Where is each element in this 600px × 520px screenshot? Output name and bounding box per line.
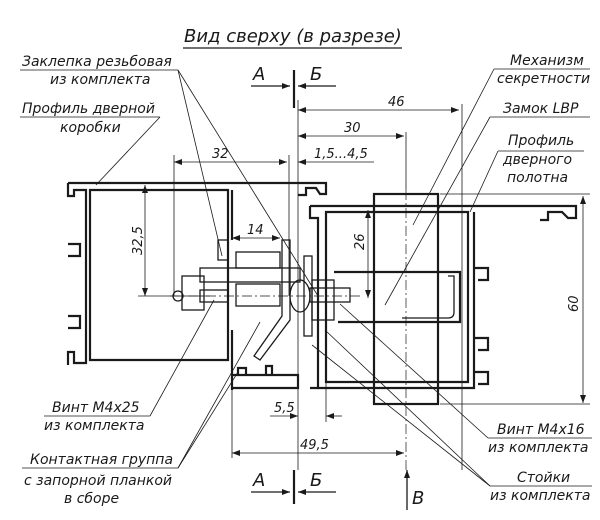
dimension-46: 46	[298, 95, 463, 470]
callout-contact-line2: с запорной планкой	[24, 473, 172, 489]
section-mark-bottom: А Б	[251, 470, 336, 504]
view-title: Вид сверху (в разрезе)	[183, 26, 402, 49]
callout-leaf-line2: дверного	[502, 152, 572, 168]
dimension-32: 32	[173, 147, 290, 296]
door-leaf-profile	[308, 204, 578, 390]
callout-contact-leader-1	[177, 371, 239, 469]
frame-bottom-flange	[232, 373, 300, 390]
callout-rivet-line2: из комплекта	[50, 72, 150, 88]
strike-plate	[253, 239, 291, 361]
callout-posts-line1: Стойки	[517, 470, 570, 486]
dim-46-text: 46	[388, 95, 405, 110]
dimension-49-5: 49,5	[231, 388, 404, 458]
screw-m4x25	[199, 267, 301, 283]
callout-contact-group: Контактная группа с запорной планкой в с…	[22, 321, 261, 507]
callout-rivet-leader-1	[177, 69, 223, 257]
callout-m4x25-line2: из комплекта	[44, 418, 144, 434]
callout-posts-line2: из комплекта	[490, 488, 590, 504]
dim-32-text: 32	[212, 147, 229, 162]
callout-m4x25-leader	[149, 299, 215, 417]
dim-60-text: 60	[567, 295, 582, 312]
dim-5-5-text: 5,5	[274, 401, 295, 416]
callout-frame-profile: Профиль дверной коробки	[20, 101, 161, 186]
dim-49-5-text: 49,5	[300, 438, 329, 453]
frame-top-wall	[68, 181, 328, 197]
callout-m4x25-line1: Винт М4х25	[52, 400, 140, 416]
callout-rivet-line1: Заклепка резьбовая	[22, 54, 172, 70]
frame-ribs	[68, 242, 82, 330]
callout-leaf-leader	[469, 150, 499, 213]
nut-housing	[181, 275, 205, 311]
callout-frame-line1: Профиль дверной	[22, 101, 155, 117]
view-arrow-v: В	[404, 470, 424, 510]
bushing-top	[235, 251, 281, 269]
callout-frame-leader	[95, 116, 161, 186]
frame-chamber-left	[88, 188, 230, 362]
lock-bolt	[334, 270, 462, 324]
leaf-chamber	[324, 210, 470, 384]
callout-secrecy-line2: секретности	[497, 71, 590, 87]
callout-posts: Стойки из комплекта	[311, 329, 592, 504]
dimension-1-5-4-5: 1,5...4,5	[298, 147, 374, 165]
callout-contact-line3: в сборе	[64, 491, 119, 507]
callout-screw-m4x16: Винт М4х16 из комплекта	[339, 303, 592, 456]
bushing-bottom	[235, 283, 281, 307]
screw-m4x16	[309, 287, 351, 303]
leaf-ribs	[474, 266, 490, 386]
frame-left-wall	[66, 183, 88, 365]
leaf-right-wall	[318, 212, 476, 390]
callout-posts-leader-1	[324, 329, 491, 487]
callout-m4x16-line2: из комплекта	[488, 440, 588, 456]
leaf-bushing	[311, 279, 335, 321]
dimension-14: 14	[232, 223, 280, 241]
frame-bottom-teeth	[236, 364, 274, 375]
dim-26-text: 26	[353, 233, 368, 250]
dim-15-text: 1,5...4,5	[314, 147, 368, 162]
door-frame-profile	[66, 181, 328, 390]
dim-30-text: 30	[344, 121, 361, 136]
dimension-30: 30	[298, 121, 407, 190]
set-screw	[199, 289, 229, 303]
callout-frame-line2: коробки	[60, 120, 121, 136]
callout-m4x16-leader	[339, 303, 489, 439]
section-label-b-bottom: Б	[310, 470, 322, 491]
callout-lock-text: Замок LBP	[503, 101, 579, 117]
contact-assembly	[170, 239, 360, 361]
callout-contact-line1: Контактная группа	[30, 452, 173, 468]
callout-posts-leader-2	[311, 344, 491, 487]
callout-secrecy-mechanism: Механизм секретности	[412, 53, 590, 226]
callout-leaf-line3: полотна	[507, 170, 568, 186]
section-label-a-top: А	[252, 64, 265, 85]
callout-leaf-line1: Профиль	[508, 133, 574, 149]
dim-32-5-text: 32,5	[131, 226, 146, 255]
nut-head	[172, 290, 184, 302]
callout-screw-m4x25: Винт М4х25 из комплекта	[44, 299, 215, 434]
callout-door-leaf-profile: Профиль дверного полотна	[469, 133, 584, 213]
dimension-60: 60	[440, 193, 590, 405]
section-label-b-top: Б	[310, 64, 322, 85]
leaf-left-wall	[308, 206, 320, 390]
dim-14-text: 14	[247, 223, 264, 238]
callout-rivet: Заклепка резьбовая из комплекта	[20, 54, 319, 297]
callout-secrecy-leader	[412, 68, 495, 226]
dimension-32-5: 32,5	[131, 185, 210, 297]
callout-m4x16-line1: Винт М4х16	[497, 422, 585, 438]
dimension-26: 26	[353, 210, 371, 298]
leaf-top-wall	[310, 204, 578, 222]
callout-contact-leader-2	[177, 321, 261, 469]
lock-bolt-inner	[402, 275, 455, 319]
view-label-v: В	[412, 488, 424, 509]
lock-body	[334, 190, 462, 470]
section-mark-top: А Б	[251, 64, 336, 108]
callout-secrecy-line1: Механизм	[510, 53, 584, 69]
section-label-a-bottom: А	[252, 470, 265, 491]
title-text: Вид сверху (в разрезе)	[184, 26, 402, 47]
rivet-flange	[217, 239, 229, 261]
